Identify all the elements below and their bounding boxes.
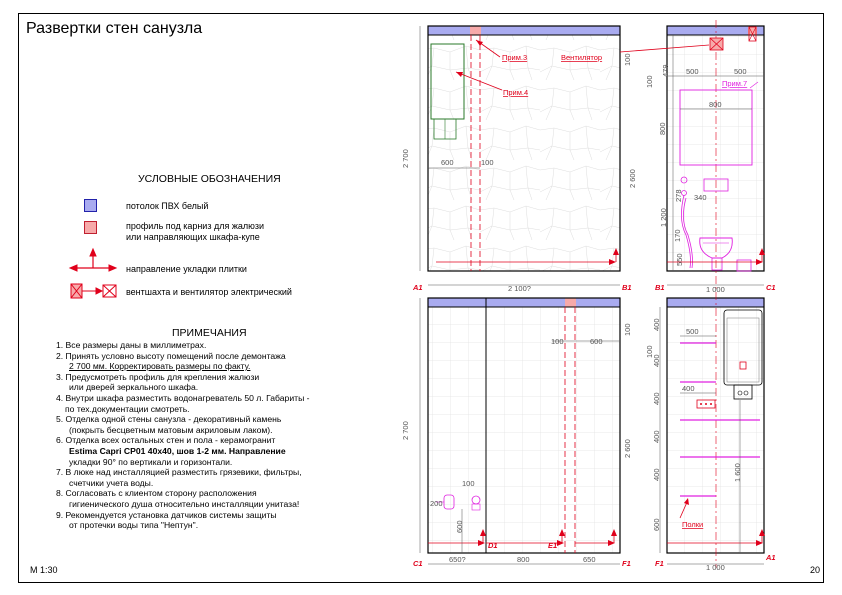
- dim-label: 100: [551, 337, 564, 346]
- dim-label: 1 600: [733, 463, 742, 482]
- dim-label: 800: [517, 555, 530, 564]
- page-number: 20: [810, 565, 821, 575]
- dim-label: 600: [455, 520, 464, 533]
- dim-label: 2 700: [401, 149, 410, 168]
- dim-label: 500: [734, 67, 747, 76]
- legend-label-ceiling: потолок ПВХ белый: [126, 201, 209, 211]
- drawing-scale: М 1:30: [30, 565, 58, 575]
- corner-label: A1: [412, 283, 423, 292]
- note-item: 1. Все размеры даны в миллиметрах.: [56, 340, 207, 350]
- dim-label: 500: [686, 327, 699, 336]
- dim-label: 100: [645, 75, 654, 88]
- legend-title: УСЛОВНЫЕ ОБОЗНАЧЕНИЯ: [138, 173, 281, 185]
- dim-label: 2 700: [401, 421, 410, 440]
- dim-label: 600: [652, 518, 661, 531]
- dim-label: 200: [430, 499, 443, 508]
- note-item: 8. Согласовать с клиентом сторону распол…: [56, 488, 300, 509]
- dim-label: 800: [658, 122, 667, 135]
- dim-label: 2 100?: [508, 284, 531, 293]
- dim-label: 2 600: [628, 169, 637, 188]
- legend-label-tile-direction: направление укладки плитки: [126, 264, 247, 274]
- dim-label: 650: [583, 555, 596, 564]
- dim-label: 400: [652, 430, 661, 443]
- vent-fan-icon: [70, 283, 117, 299]
- notes-title: ПРИМЕЧАНИЯ: [172, 327, 247, 339]
- dim-label: 600: [441, 158, 454, 167]
- dim-label: 100: [623, 53, 632, 66]
- corner-label: B1: [622, 283, 632, 292]
- ceiling-swatch: [84, 199, 97, 212]
- dim-label: 479: [661, 64, 670, 77]
- corner-label: E1: [548, 541, 557, 550]
- corner-label: F1: [622, 559, 631, 568]
- dim-label: 340: [694, 193, 707, 202]
- dim-label: 550: [675, 253, 684, 266]
- dim-label: 600: [590, 337, 603, 346]
- callout-fan: Вентилятор: [561, 53, 602, 62]
- dim-label: 100: [623, 323, 632, 336]
- elevation-f1-a1: Полки 500 400 400 400 400 400 400 600 1 …: [645, 292, 776, 572]
- page-title: Развертки стен санузла: [26, 20, 203, 37]
- corner-label: D1: [488, 541, 498, 550]
- dim-label: 170: [673, 229, 682, 242]
- profile-swatch: [84, 221, 97, 234]
- note-item: 3. Предусмотреть профиль для крепления ж…: [56, 371, 260, 393]
- legend-label-profile-2: или направляющих шкафа-купе: [126, 232, 260, 242]
- corner-label: C1: [413, 559, 423, 568]
- dim-label: 100: [481, 158, 494, 167]
- note-item: 9. Рекомендуется установка датчиков сист…: [56, 509, 277, 531]
- elevation-c1-f1: 100 600 200 100 600 2 700 2 600 100 650?…: [401, 297, 632, 568]
- note-item: 2. Принять условно высоту помещений посл…: [56, 350, 286, 372]
- note-item: 7. В люке над инсталляцией разместить гр…: [56, 467, 302, 488]
- notes-list: 1. Все размеры даны в миллиметрах. 2. Пр…: [56, 340, 356, 531]
- dim-label: 500: [686, 67, 699, 76]
- sheet-frame: [18, 13, 824, 583]
- dim-label: 1 200: [659, 208, 668, 227]
- dim-label: 2 600: [623, 439, 632, 458]
- dim-label: 100: [645, 345, 654, 358]
- dim-label: 1 000: [706, 285, 725, 294]
- legend-label-profile: профиль под карниз для жалюзи: [126, 221, 265, 231]
- callout-prim3: Прим.3: [502, 53, 527, 62]
- callout-shelves: Полки: [682, 520, 703, 529]
- dim-label: 400: [652, 468, 661, 481]
- corner-label: F1: [655, 559, 664, 568]
- dim-label: 100: [462, 479, 475, 488]
- note-item: 5. Отделка одной стены санузла - декорат…: [56, 414, 282, 435]
- corner-label: A1: [765, 553, 776, 562]
- note-item: 4. Внутри шкафа разместить водонагревате…: [56, 392, 310, 414]
- tile-direction-icon: [68, 247, 118, 272]
- legend-label-vent: вентшахта и вентилятор электрический: [126, 287, 292, 297]
- dim-label: 400: [652, 354, 661, 367]
- dim-label: 1 000: [706, 563, 725, 572]
- elevation-b1-c1: Вентилятор Прим.7 500 500 800 340 479 80…: [561, 20, 776, 294]
- elevation-a1-b1: Прим.3 Прим.4 600 100 2 700 100 2 100? A…: [401, 25, 632, 293]
- callout-prim7: Прим.7: [722, 79, 747, 88]
- dim-label: 400: [652, 392, 661, 405]
- dim-label: 278: [674, 189, 683, 202]
- callout-prim4: Прим.4: [503, 88, 528, 97]
- note-item: 6. Отделка всех остальных стен и пола - …: [56, 435, 286, 467]
- corner-label: C1: [766, 283, 776, 292]
- dim-label: 400: [682, 384, 695, 393]
- corner-label: B1: [655, 283, 665, 292]
- dim-label: 800: [709, 100, 722, 109]
- dim-label: 400: [652, 318, 661, 331]
- dim-label: 650?: [449, 555, 466, 564]
